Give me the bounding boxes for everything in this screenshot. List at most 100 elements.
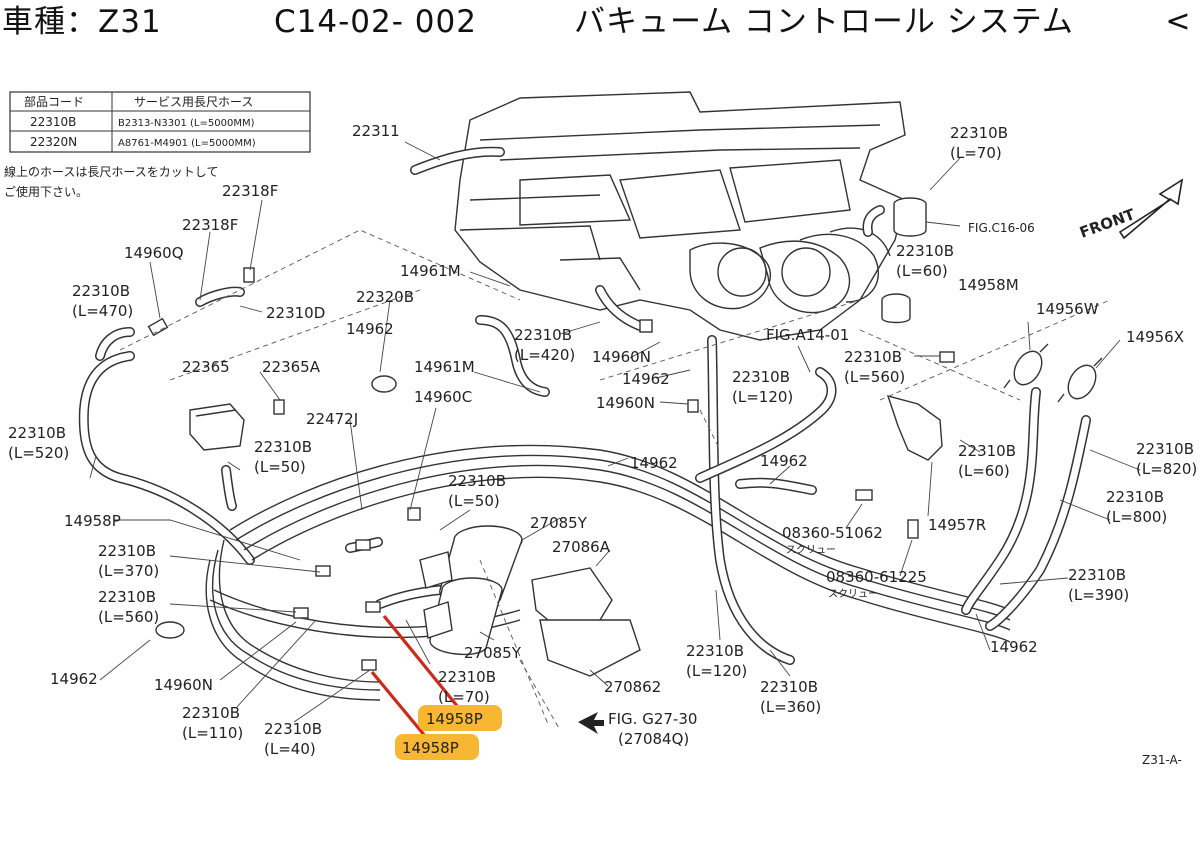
part-label: 22310B (8, 424, 66, 442)
leader-lines (89, 141, 1141, 723)
part-label: 22310B (98, 588, 156, 606)
part-label: 22310B (1106, 488, 1164, 506)
part-label: 14961M (414, 358, 475, 376)
part-label: (L=520) (8, 444, 69, 462)
part-label: 14960N (154, 676, 213, 694)
part-label: (L=110) (182, 724, 243, 742)
hose-loops (78, 351, 1011, 701)
part-label: (L=70) (438, 688, 490, 706)
part-label: (L=360) (760, 698, 821, 716)
part-label: 14958P (64, 512, 121, 530)
part-label: 22320B (356, 288, 414, 306)
fittings (147, 267, 955, 671)
table-cell: B2313-N3301 (L=5000MM) (118, 118, 255, 129)
part-label: 14958M (958, 276, 1019, 294)
part-label: (L=560) (98, 608, 159, 626)
part-label: 22310B (264, 720, 322, 738)
part-label: スクリュー (828, 588, 878, 600)
part-label: 27086A (552, 538, 611, 556)
part-label: (L=120) (686, 662, 747, 680)
part-label: 22318F (222, 182, 278, 200)
table-cell: 22320N (30, 135, 77, 149)
part-label: FIG. G27-30 (608, 710, 697, 728)
part-label: 08360-61225 (826, 568, 927, 586)
part-label: 08360-51062 (782, 524, 883, 542)
part-label: 22311 (352, 122, 400, 140)
diagram-title: バキューム コントロール システム (574, 4, 1074, 40)
part-label: 22310B (438, 668, 496, 686)
part-label: 22310B (732, 368, 790, 386)
table-cell: A8761-M4901 (L=5000MM) (118, 138, 256, 149)
highlight-leader-b (370, 670, 432, 744)
part-label: 22310D (266, 304, 325, 322)
highlighted-part-label: 14958P (402, 739, 459, 757)
canister-c16-icon (862, 197, 927, 237)
valve-14956w-icon (1003, 343, 1049, 389)
page-header: 車種：Z31 C14-02- 002 バキューム コントロール システム < (0, 0, 1200, 46)
part-label: 14961M (400, 262, 461, 280)
part-label: 22310B (254, 438, 312, 456)
part-label: 14960N (596, 394, 655, 412)
reference-lines (119, 229, 1111, 731)
canister-27085y-icon (419, 525, 523, 656)
part-label: 14956W (1036, 300, 1099, 318)
part-label: 14962 (622, 370, 670, 388)
part-label: 14960C (414, 388, 472, 406)
table-header-code: 部品コード (24, 94, 84, 109)
part-label: 270862 (604, 678, 661, 696)
part-label: 22310B (98, 542, 156, 560)
part-label: 14960N (592, 348, 651, 366)
part-label: 22310B (448, 472, 506, 490)
canister-small-icon (881, 293, 911, 324)
part-label: 14962 (50, 670, 98, 688)
part-label: (L=560) (844, 368, 905, 386)
part-label: 22310B (958, 442, 1016, 460)
front-arrow-icon (1118, 178, 1184, 240)
part-label: 22310B (760, 678, 818, 696)
highlighted-part-label: 14958P (426, 710, 483, 728)
note-line-1: 線上のホースは長尺ホースをカットして (4, 164, 218, 179)
part-label: 14957R (928, 516, 986, 534)
part-label: 22310B (1068, 566, 1126, 584)
part-label: FIG.C16-06 (968, 221, 1035, 235)
part-label: (L=420) (514, 346, 575, 364)
part-label: 22310B (1136, 440, 1194, 458)
back-button[interactable]: < (1165, 4, 1191, 39)
table-cell: 22310B (30, 115, 76, 129)
valve-14956x-icon (1057, 357, 1103, 403)
part-label: (L=40) (264, 740, 316, 758)
part-label: (L=50) (254, 458, 306, 476)
part-label: (L=470) (72, 302, 133, 320)
figure-arrow-icon (578, 712, 604, 734)
part-label: 14962 (990, 638, 1038, 656)
clamp-14962-icon (155, 375, 397, 639)
part-label: 22310B (514, 326, 572, 344)
part-label: (27084Q) (618, 730, 689, 748)
engine-intake-assembly (454, 91, 906, 341)
part-label: (L=120) (732, 388, 793, 406)
parts-table: 部品コード サービス用長尺ホース 22310B B2313-N3301 (L=5… (9, 91, 311, 153)
part-label: 22310B (686, 642, 744, 660)
part-label: (L=820) (1136, 460, 1197, 478)
part-label: (L=50) (448, 492, 500, 510)
part-label: 22472J (306, 410, 358, 428)
part-label: (L=60) (958, 462, 1010, 480)
front-label: FRONT (1077, 205, 1138, 242)
part-label: 27085Y (530, 514, 588, 532)
part-label: 14960Q (124, 244, 184, 262)
bracket-14957r-icon (886, 394, 943, 461)
part-label: 22310B (896, 242, 954, 260)
part-label: FIG.A14-01 (766, 326, 849, 344)
table-header-hose: サービス用長尺ホース (134, 95, 253, 109)
part-label: 22365 (182, 358, 230, 376)
vehicle-model: 車種：Z31 (2, 4, 162, 40)
part-label: (L=60) (896, 262, 948, 280)
diagram-code: C14-02- 002 (274, 4, 477, 40)
part-label: 22318F (182, 216, 238, 234)
part-label: スクリュー (786, 544, 836, 556)
part-label: 14962 (760, 452, 808, 470)
sensor-22365-icon (189, 403, 245, 451)
part-label: 22310B (182, 704, 240, 722)
part-label: 22310B (950, 124, 1008, 142)
